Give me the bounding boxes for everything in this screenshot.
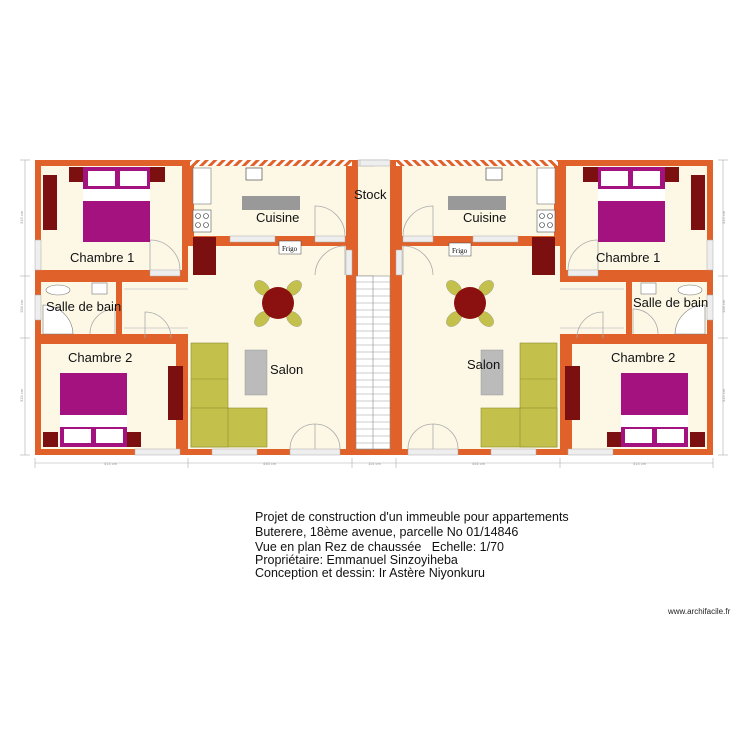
left-cuisine-label: Cuisine (256, 210, 299, 225)
right-chambre1-label: Chambre 1 (596, 250, 660, 265)
title-line-designer: Conception et dessin: Ir Astère Niyonkur… (255, 566, 485, 580)
right-salle-de-bain-label: Salle de bain (633, 295, 708, 310)
dim-bottom-4: 446 cm (472, 461, 486, 466)
left-chambre1-label: Chambre 1 (70, 250, 134, 265)
left-chambre2-label: Chambre 2 (68, 350, 132, 365)
dim-bottom-1: 414 cm (104, 461, 118, 466)
dim-bottom-5: 414 cm (633, 461, 647, 466)
dim-bottom-3: 114 cm (368, 461, 381, 466)
dim-bottom-2: 446 cm (263, 461, 277, 466)
dim-left-2: 158 cm (19, 299, 24, 313)
right-frigo-label: Frigo (452, 247, 468, 255)
watermark[interactable]: www.archifacile.fr (668, 607, 731, 616)
title-line-location: Buterere, 18ème avenue, parcelle No 01/1… (255, 524, 519, 539)
right-chambre2-label: Chambre 2 (611, 350, 675, 365)
title-line-project: Projet de construction d'un immeuble pou… (255, 510, 569, 524)
dim-right-2: 158 cm (721, 299, 726, 313)
left-frigo-label: Frigo (282, 245, 298, 253)
title-line-view-scale: Vue en plan Rez de chaussée Echelle: 1/7… (255, 540, 505, 554)
right-salon-label: Salon (467, 357, 500, 372)
dim-right-1: 315 cm (721, 210, 726, 224)
left-apartment (19, 159, 393, 469)
stock-label: Stock (354, 187, 387, 202)
title-line-owner: Propriétaire: Emmanuel Sinzoyiheba (255, 553, 458, 567)
title-block: Projet de construction d'un immeuble pou… (255, 510, 569, 580)
dim-left-3: 315 cm (19, 388, 24, 402)
left-salon-label: Salon (270, 362, 303, 377)
dim-left-1: 315 cm (19, 210, 24, 224)
right-cuisine-label: Cuisine (463, 210, 506, 225)
right-apartment (355, 159, 729, 469)
left-salle-de-bain-label: Salle de bain (46, 299, 121, 314)
dim-right-3: 315 cm (721, 388, 726, 402)
